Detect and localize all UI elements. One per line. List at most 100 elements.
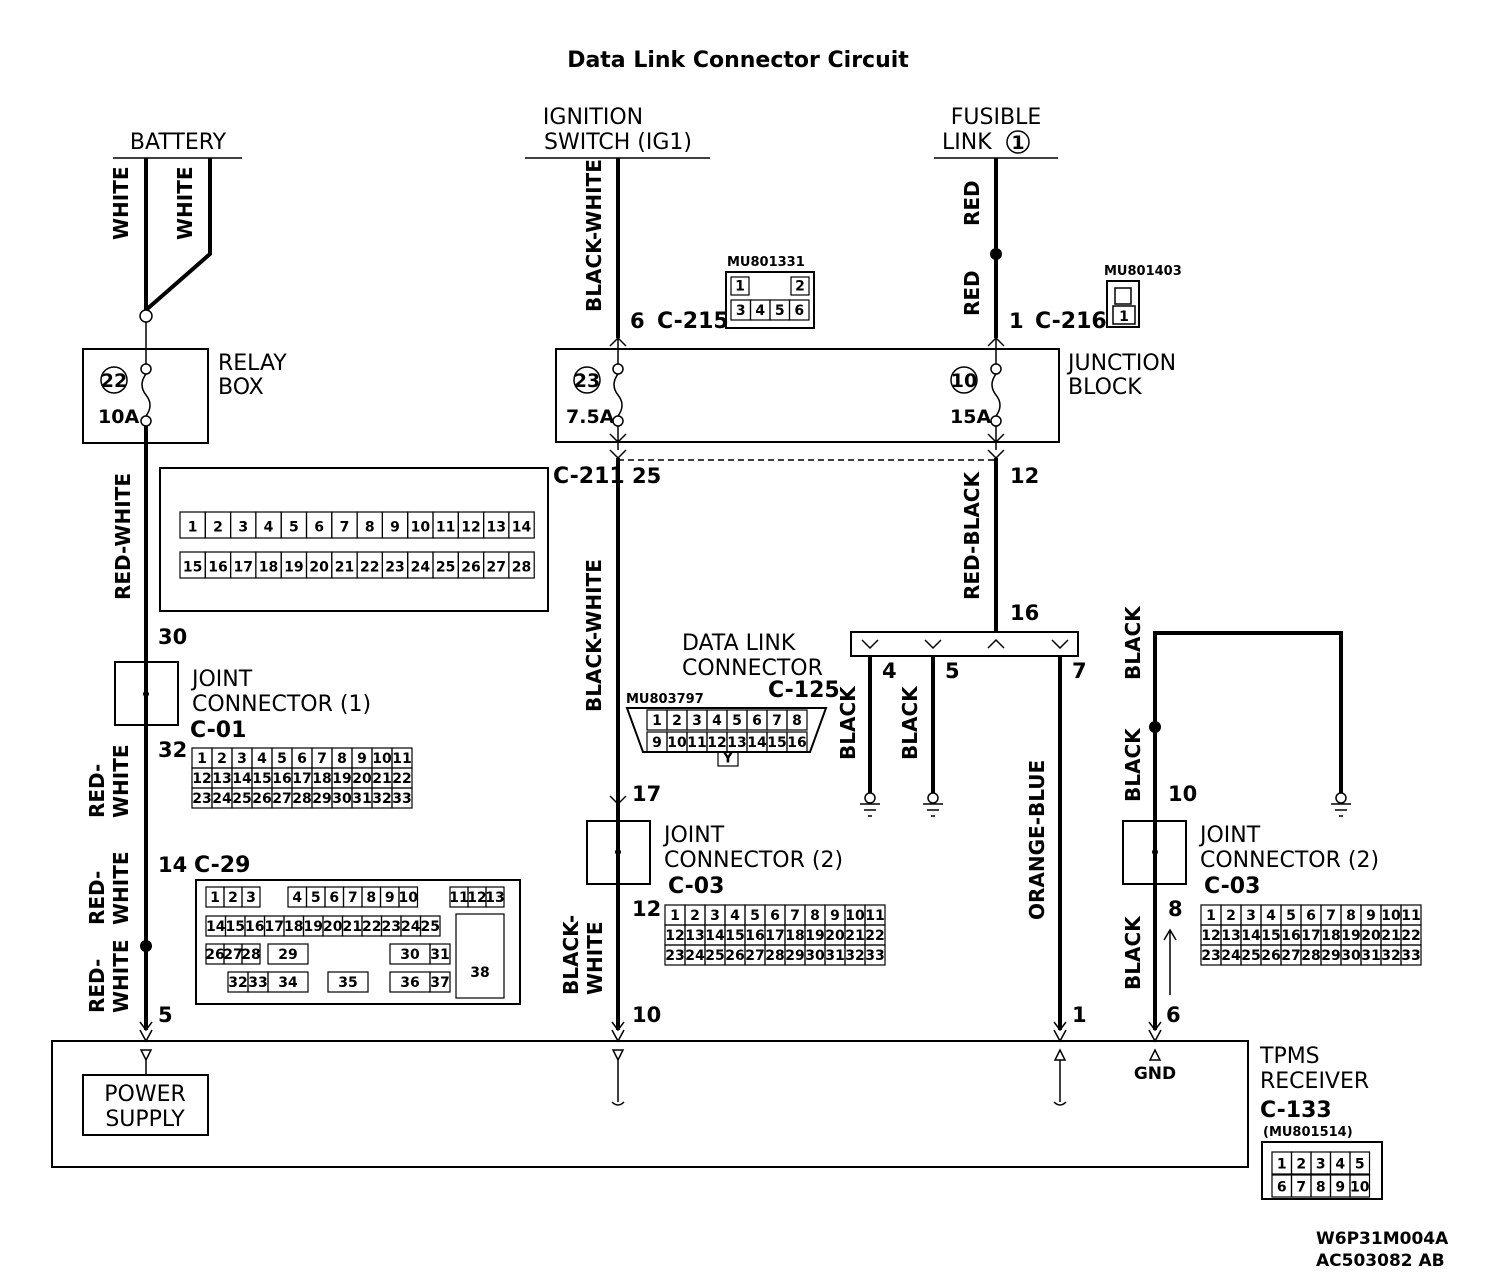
fusible-label-1: FUSIBLE (951, 105, 1041, 130)
joint2a-arrow-in (609, 795, 627, 806)
junction-fuse-a-rating: 7.5A (566, 406, 615, 428)
joint2b-node (1152, 849, 1158, 855)
joint1-cell-label: 13 (212, 771, 231, 787)
joint2a-label-1: JOINT (662, 823, 725, 848)
wire-black-white-top: BLACK-WHITE (582, 159, 606, 312)
c216-part: MU801403 (1104, 264, 1182, 279)
c215-part: MU801331 (727, 255, 805, 270)
joint2a-cell-label: 31 (825, 948, 844, 964)
c211-cell-label: 5 (289, 520, 299, 536)
c29-pin-14: 14 (158, 853, 187, 877)
c29-cell-label: 36 (400, 975, 419, 991)
c215-cell-label: 1 (735, 279, 745, 295)
joint1-label-2: CONNECTOR (1) (192, 692, 371, 717)
dlc-connector-image (625, 707, 828, 753)
junction-fuse-a-num: 23 (574, 370, 600, 392)
joint1-cell-label: 5 (277, 751, 287, 767)
tpms-cell-label: 4 (1335, 1157, 1345, 1173)
joint2b-pin-6: 6 (1166, 1003, 1181, 1027)
c29-cell-label: 13 (485, 890, 504, 906)
joint2a-cell-label: 19 (805, 928, 824, 944)
wire-red-white-3b: WHITE (109, 851, 133, 925)
c29-cell-label: 15 (226, 919, 245, 935)
c29-cell-label: 20 (323, 919, 343, 935)
c211-cell (508, 551, 535, 579)
joint2b-cell-label: 1 (1206, 908, 1216, 924)
ground-icon-1 (860, 792, 880, 817)
c215-connector-image (725, 271, 815, 329)
joint1-cell-label: 6 (297, 751, 307, 767)
joint1-cell-label: 7 (317, 751, 327, 767)
junction-label-1: JUNCTION (1066, 351, 1176, 376)
joint1-cell-label: 26 (252, 791, 271, 807)
joint2b-cell-label: 18 (1321, 928, 1340, 944)
c215-cell-label: 2 (795, 279, 805, 295)
wire-black-white-low-a: BLACK- (559, 915, 583, 995)
wire-red-white-2a: RED- (85, 764, 109, 818)
joint2b-cell-label: 16 (1281, 928, 1300, 944)
c211-cell-label: 11 (436, 520, 455, 536)
dlc-cell (717, 751, 739, 767)
joint2b-cell-label: 7 (1326, 908, 1336, 924)
c211-cell-label: 9 (390, 520, 400, 536)
joint1-cell-label: 12 (192, 771, 211, 787)
black-ground-wire (1153, 631, 1343, 795)
dlc-cell (786, 709, 808, 731)
dlc-part: MU803797 (626, 692, 704, 707)
fusible-label-2: LINK (942, 130, 992, 155)
wire-black-r1: BLACK (1121, 605, 1145, 680)
wire-black-r3: BLACK (1121, 915, 1145, 990)
dlc-cell-label: 9 (652, 735, 662, 751)
joint2a-cell-label: 20 (825, 928, 845, 944)
joint1-cell-label: 28 (292, 791, 311, 807)
tpms-receiver-box (51, 1040, 1249, 1168)
tpms-cell-label: 9 (1335, 1180, 1345, 1196)
joint2b-cell-label: 27 (1281, 948, 1300, 964)
joint2a-box (586, 820, 651, 885)
c216-cell (1112, 305, 1136, 325)
dlc-cell-label: 5 (732, 713, 742, 729)
joint1-cell-label: 16 (272, 771, 291, 787)
c29-cell (398, 886, 419, 908)
joint2b-cell-label: 12 (1201, 928, 1220, 944)
c211-cell-label: 23 (385, 560, 404, 576)
c29-cell-label: 38 (470, 965, 489, 981)
joint1-cell-label: 15 (252, 771, 271, 787)
fusible-num-circle (1006, 130, 1030, 154)
joint1-cell-label: 29 (312, 791, 331, 807)
wire-red-white-4b: WHITE (109, 939, 133, 1013)
c29-cell (327, 971, 369, 993)
c29-cell-label: 25 (421, 919, 440, 935)
tpms-cell-label: 7 (1296, 1180, 1306, 1196)
c211-cell-label: 15 (183, 560, 202, 576)
joint2b-cell-label: 20 (1361, 928, 1381, 944)
wire-white-b-label: WHITE (173, 166, 197, 240)
c29-pin-5: 5 (158, 1003, 173, 1027)
joint1-node (143, 691, 149, 697)
c211-cell-label: 3 (238, 520, 248, 536)
joint2b-cell-label: 5 (1286, 908, 1296, 924)
c29-cell-label: 21 (343, 919, 362, 935)
c29-cell (419, 915, 441, 937)
joint2b-box (1122, 820, 1187, 885)
dlc-pin-arrows (861, 638, 1069, 650)
red-splice (990, 248, 1002, 260)
dlc-cell-label: 14 (747, 735, 767, 751)
tpms-cell-label: 10 (1350, 1180, 1370, 1196)
tpms-pin-1: 1 (1072, 1003, 1087, 1027)
joint2b-label-2: CONNECTOR (2) (1200, 848, 1379, 873)
dlc-cell-label: 11 (687, 735, 706, 751)
c29-cell (485, 886, 505, 908)
joint2a-cell-label: 9 (830, 908, 840, 924)
c215-cell-label: 6 (794, 303, 804, 319)
c29-cell-label: 23 (382, 919, 401, 935)
ground-icon-3 (1331, 792, 1351, 817)
c211-cell-label: 22 (360, 560, 379, 576)
c211-connector-image (159, 467, 549, 612)
c29-connector-image (195, 879, 521, 1005)
joint2b-cell-label: 23 (1201, 948, 1220, 964)
joint1-cell-label: 14 (232, 771, 252, 787)
